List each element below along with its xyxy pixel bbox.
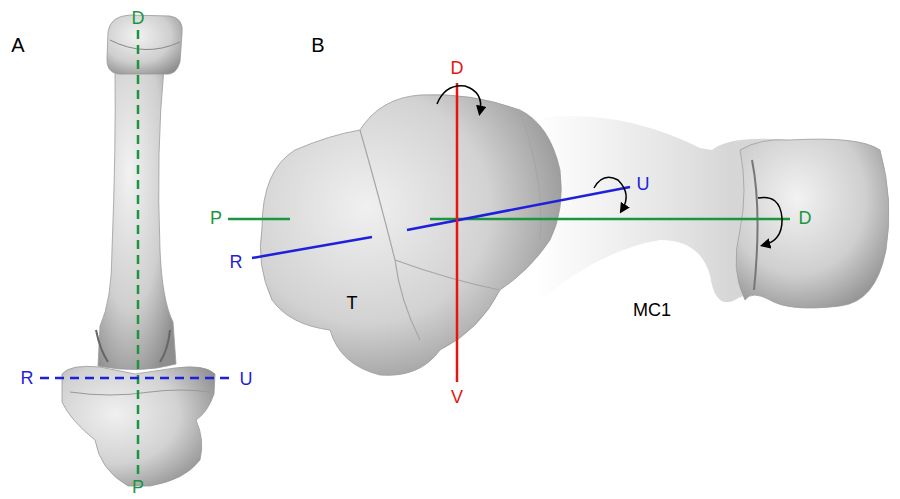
bone-name: MC1 — [633, 301, 671, 319]
axis-line — [430, 218, 790, 221]
mc1-head — [736, 139, 889, 308]
axis-label: D — [451, 59, 464, 77]
axis-label: U — [637, 175, 650, 193]
axis-line — [40, 377, 232, 380]
bone-name: T — [347, 294, 358, 312]
axis-line — [407, 187, 630, 230]
axis-line — [228, 218, 290, 221]
rotation-arrow — [594, 177, 626, 210]
panel-letter: A — [11, 35, 24, 55]
trapezium-b — [260, 95, 561, 376]
axis-label: D — [799, 209, 812, 227]
axis-label: R — [21, 369, 34, 387]
rotation-arrow — [437, 86, 481, 112]
axis-label: P — [132, 478, 144, 496]
axis-label: V — [451, 388, 463, 406]
axis-label: D — [132, 9, 145, 27]
mc1-bone — [538, 116, 889, 308]
axis-label: R — [230, 253, 243, 271]
axis-line — [137, 30, 140, 476]
axis-label: U — [240, 370, 253, 388]
rotation-arrow — [758, 197, 782, 245]
metacarpal-head — [107, 15, 182, 74]
axis-line — [456, 83, 459, 382]
axis-line — [252, 237, 372, 258]
axis-label: P — [210, 209, 222, 227]
panel-letter: B — [311, 35, 324, 55]
